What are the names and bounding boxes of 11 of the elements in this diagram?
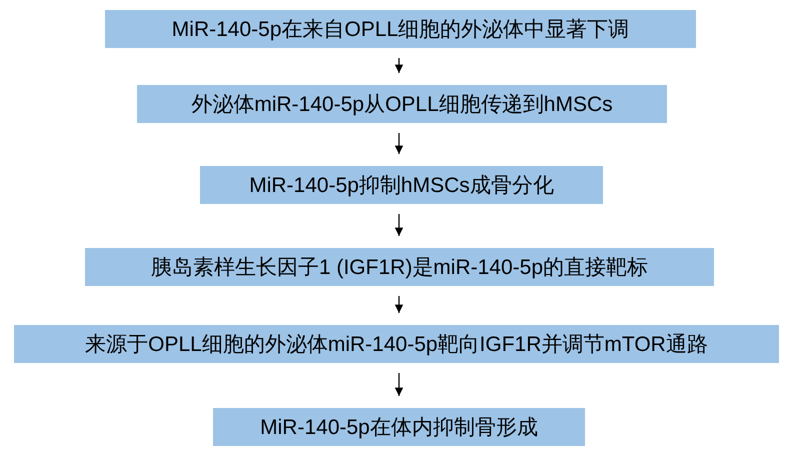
arrow bbox=[394, 133, 404, 154]
process-box: 来源于OPLL细胞的外泌体miR-140-5p靶向IGF1R并调节mTOR通路 bbox=[14, 325, 779, 363]
process-box: MiR-140-5p在体内抑制骨形成 bbox=[213, 408, 585, 446]
arrow bbox=[394, 214, 404, 236]
arrow bbox=[394, 58, 404, 73]
process-box: MiR-140-5p在来自OPLL细胞的外泌体中显著下调 bbox=[105, 10, 696, 48]
arrow bbox=[394, 296, 404, 313]
process-box: 胰岛素样生长因子1 (IGF1R)是miR-140-5p的直接靶标 bbox=[85, 248, 714, 286]
process-box: 外泌体miR-140-5p从OPLL细胞传递到hMSCs bbox=[137, 85, 667, 123]
arrow bbox=[394, 373, 404, 396]
process-box: MiR-140-5p抑制hMSCs成骨分化 bbox=[200, 166, 603, 204]
